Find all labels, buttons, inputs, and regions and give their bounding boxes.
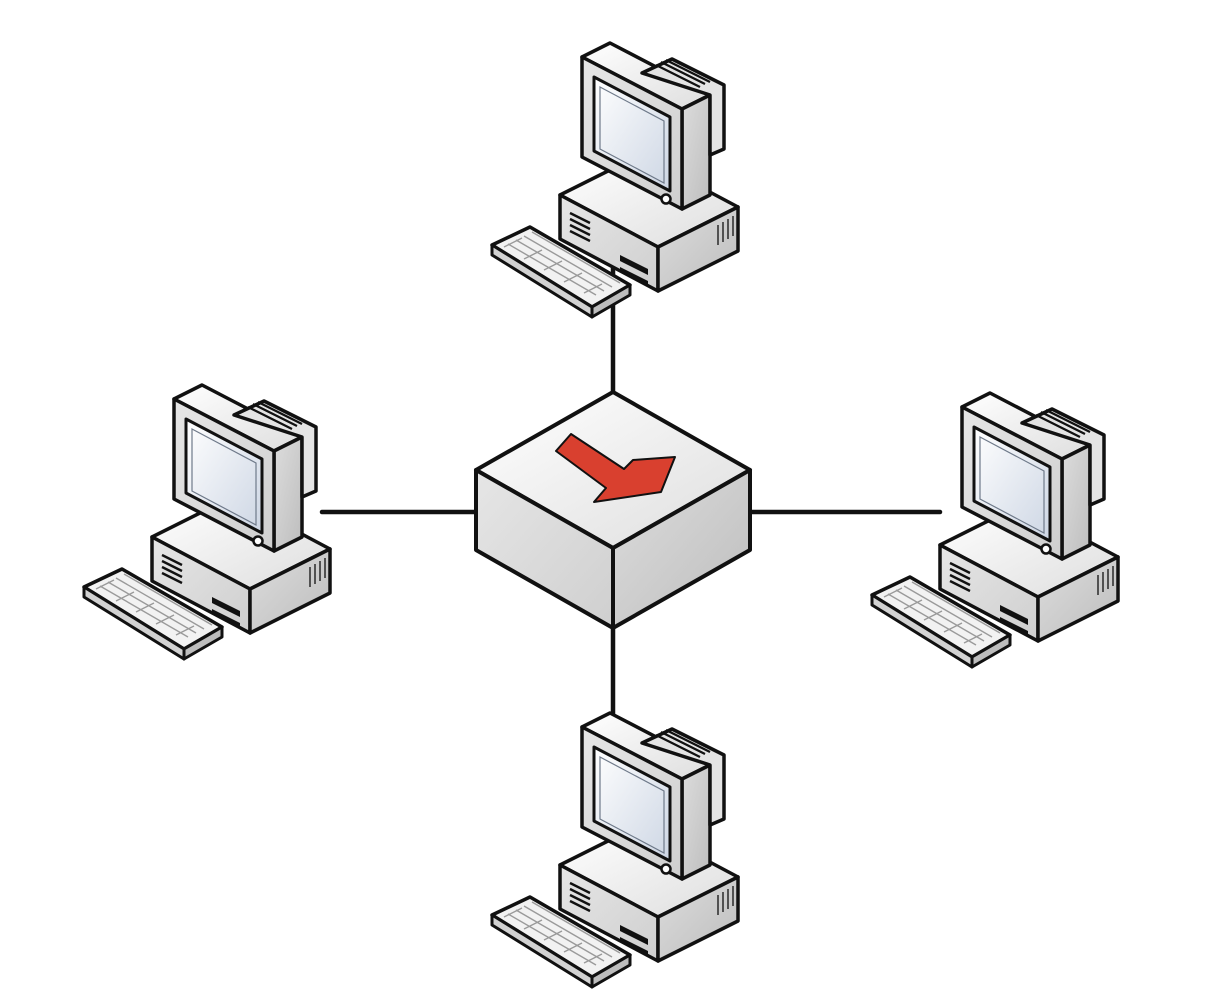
desktop-computer-icon[interactable] xyxy=(870,391,1120,669)
desktop-computer-icon[interactable] xyxy=(82,383,332,661)
red-arrow-icon xyxy=(555,433,676,503)
desktop-computer-icon[interactable] xyxy=(490,711,740,989)
switch-icon[interactable] xyxy=(474,390,752,630)
desktop-computer-icon[interactable] xyxy=(490,41,740,319)
